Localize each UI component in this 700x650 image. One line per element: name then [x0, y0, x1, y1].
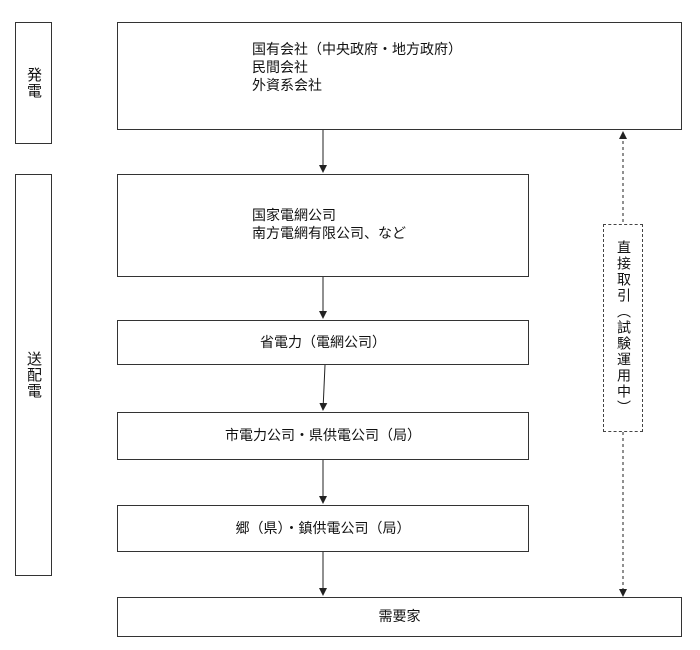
national-grid-line-sgcc: 国家電網公司 [252, 208, 336, 224]
side-label-transmission: 送配電 [15, 174, 52, 576]
township-label: 郷（県）・鎮供電公司（局） [235, 520, 411, 537]
township-box: 郷（県）・鎮供電公司（局） [117, 505, 529, 552]
city-county-box: 市電力公司・県供電公司（局） [117, 412, 529, 460]
national-grid-line-csg: 南方電網有限公司、など [252, 226, 406, 242]
side-label-transmission-text: 送配電 [25, 351, 43, 399]
national-grid-box-lines: 国家電網公司 南方電網有限公司、など [252, 207, 406, 243]
city-county-label: 市電力公司・県供電公司（局） [225, 428, 421, 444]
national-grid-box: 国家電網公司 南方電網有限公司、など [117, 174, 529, 277]
generation-line-foreign: 外資系会社 [252, 78, 322, 94]
generation-box-lines: 国有会社（中央政府・地方政府） 民間会社 外資系会社 [252, 41, 462, 95]
direct-trade-label: 直接取引（試験運用中） [615, 240, 631, 416]
arrow-provincial-to-city-county [319, 364, 328, 411]
provincial-box: 省電力（電網公司） [117, 320, 529, 365]
generation-box: 国有会社（中央政府・地方政府） 民間会社 外資系会社 [117, 22, 682, 130]
consumer-box: 需要家 [117, 597, 682, 637]
provincial-label: 省電力（電網公司） [260, 334, 386, 351]
consumer-label: 需要家 [378, 609, 421, 625]
generation-line-state: 国有会社（中央政府・地方政府） [252, 42, 462, 58]
generation-line-private: 民間会社 [252, 60, 308, 76]
direct-trade-box: 直接取引（試験運用中） [603, 224, 643, 432]
side-label-generation: 発電 [15, 22, 52, 144]
side-label-generation-text: 発電 [25, 67, 43, 99]
